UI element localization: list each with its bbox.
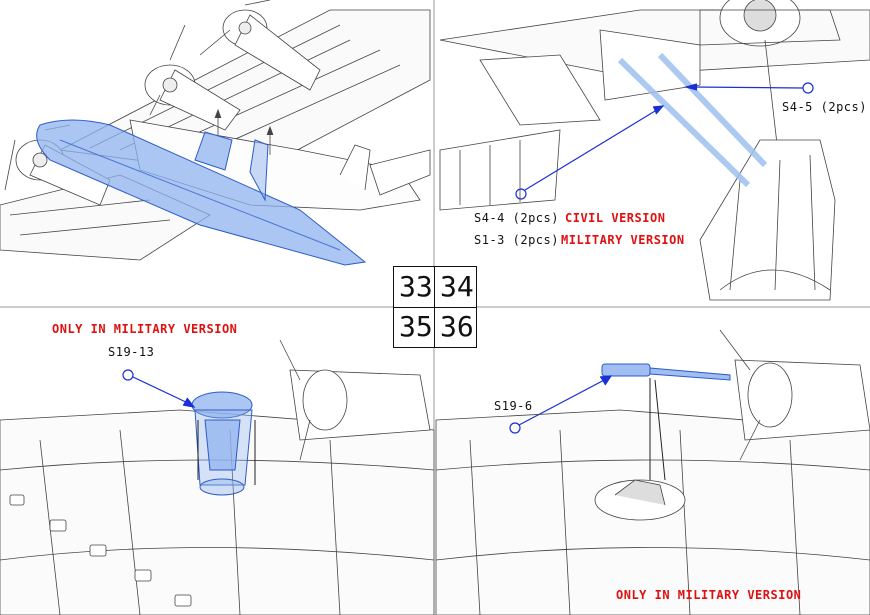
turret-part-highlight bbox=[191, 391, 253, 496]
part-label-s13: S1-3 (2pcs) bbox=[474, 233, 559, 247]
version-label-civil: CIVIL VERSION bbox=[565, 211, 666, 225]
turret-opening bbox=[594, 479, 686, 521]
engine-nacelle-1 bbox=[199, 0, 321, 91]
callout-marker-s196 bbox=[509, 422, 521, 434]
engine-nacelle-rear bbox=[279, 339, 431, 461]
step-number-34: 34 bbox=[440, 270, 474, 303]
float-part-highlight bbox=[36, 119, 367, 266]
fuselage-top bbox=[0, 409, 435, 615]
part-label-s45: S4-5 (2pcs) bbox=[782, 100, 867, 114]
gun-arrows bbox=[649, 378, 666, 481]
engine-nacelle-rear-2 bbox=[719, 329, 870, 461]
callout-marker-s45 bbox=[802, 82, 814, 94]
panel-34-callouts bbox=[515, 82, 814, 200]
callout-marker-s1913 bbox=[122, 369, 134, 381]
wing-float bbox=[699, 139, 836, 301]
military-only-note-36: ONLY IN MILITARY VERSION bbox=[616, 588, 802, 602]
hull-section bbox=[439, 54, 601, 211]
version-label-military: MILITARY VERSION bbox=[561, 233, 685, 247]
part-label-s196: S19-6 bbox=[494, 399, 533, 413]
part-label-s44: S4-4 (2pcs) bbox=[474, 211, 559, 225]
panel-36-callouts bbox=[509, 375, 613, 434]
window-row bbox=[9, 494, 192, 607]
step-number-35: 35 bbox=[399, 310, 433, 343]
tail-fin bbox=[339, 144, 371, 191]
step-number-box: 33 34 35 36 bbox=[393, 266, 477, 348]
turret-arrows bbox=[197, 420, 256, 485]
panel-35-callouts bbox=[122, 369, 196, 408]
military-only-note-35: ONLY IN MILITARY VERSION bbox=[52, 322, 238, 336]
panel-35-illustration bbox=[0, 339, 435, 615]
callout-marker-s44 bbox=[515, 188, 527, 200]
step-number-36: 36 bbox=[440, 310, 474, 343]
strut-highlight bbox=[617, 52, 768, 188]
gun-part-highlight bbox=[601, 363, 731, 381]
panel-36-illustration bbox=[435, 329, 870, 615]
step-number-33: 33 bbox=[399, 270, 433, 303]
panel-34-illustration bbox=[439, 0, 870, 301]
part-label-s1913: S19-13 bbox=[108, 345, 155, 359]
